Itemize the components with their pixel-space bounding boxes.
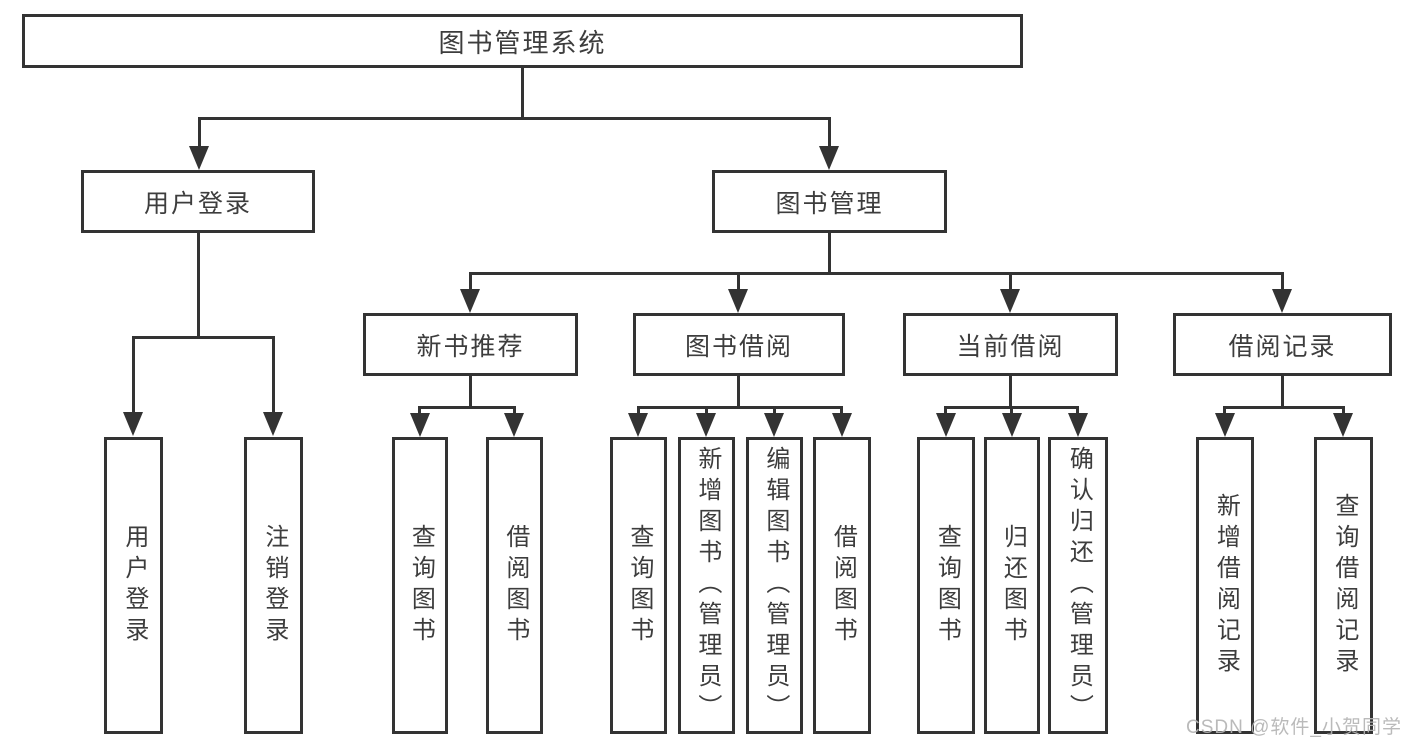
node-borrow-books: 借阅图书 bbox=[813, 437, 871, 734]
connector-stem bbox=[1223, 406, 1226, 416]
node-book-borrow: 图书借阅 bbox=[633, 313, 845, 376]
connector-stem bbox=[513, 406, 516, 416]
node-root: 图书管理系统 bbox=[22, 14, 1023, 68]
connector-stem-book-management-group bbox=[828, 117, 831, 149]
arrowhead bbox=[504, 413, 524, 437]
node-label: 图书管理 bbox=[775, 189, 884, 218]
arrowhead-logout bbox=[263, 412, 283, 436]
node-label: 用户登录 bbox=[120, 523, 148, 648]
arrowhead bbox=[1002, 413, 1022, 437]
connector-level2-horizontal bbox=[198, 117, 831, 120]
node-label: 归还图书 bbox=[999, 523, 1027, 648]
node-label: 编辑图书（管理员） bbox=[761, 446, 789, 725]
connector-stem bbox=[418, 406, 421, 416]
node-edit-book-admin: 编辑图书（管理员） bbox=[746, 437, 803, 734]
node-borrow-books-recommend: 借阅图书 bbox=[486, 437, 543, 734]
connector-stem bbox=[705, 406, 708, 416]
arrowhead bbox=[1333, 413, 1353, 437]
arrowhead bbox=[936, 413, 956, 437]
connector-borrow-record-horizontal bbox=[1224, 406, 1345, 409]
node-current-borrow: 当前借阅 bbox=[903, 313, 1118, 376]
arrowhead-book-management-group bbox=[819, 146, 839, 170]
arrowhead bbox=[832, 413, 852, 437]
arrowhead bbox=[628, 413, 648, 437]
node-label: 新书推荐 bbox=[416, 332, 525, 361]
connector-stem-borrow-record bbox=[1281, 272, 1284, 292]
connector-stem-book-borrow bbox=[737, 272, 740, 292]
arrowhead bbox=[1068, 413, 1088, 437]
connector-stem bbox=[1010, 406, 1013, 416]
arrowhead bbox=[1215, 413, 1235, 437]
connector-current-borrow-vertical bbox=[1009, 376, 1012, 409]
node-user-login-group: 用户登录 bbox=[81, 170, 315, 233]
connector-level3-horizontal bbox=[469, 272, 1282, 275]
node-label: 确认归还（管理员） bbox=[1065, 446, 1093, 725]
connector-stem bbox=[637, 406, 640, 416]
connector-stem bbox=[1076, 406, 1079, 416]
node-book-management-group: 图书管理 bbox=[712, 170, 947, 233]
node-add-borrow-record: 新增借阅记录 bbox=[1196, 437, 1254, 734]
connector-book-management-vertical bbox=[828, 233, 831, 274]
node-label: 新增图书（管理员） bbox=[693, 446, 721, 725]
connector-stem-logout bbox=[272, 336, 275, 414]
node-label: 查询图书 bbox=[933, 523, 961, 648]
connector-stem-user-login-group bbox=[198, 117, 201, 149]
node-label: 注销登录 bbox=[260, 523, 288, 648]
node-borrow-record: 借阅记录 bbox=[1173, 313, 1392, 376]
node-confirm-return-admin: 确认归还（管理员） bbox=[1048, 437, 1108, 734]
connector-book-borrow-vertical bbox=[737, 376, 740, 409]
node-return-book: 归还图书 bbox=[984, 437, 1040, 734]
node-label: 查询图书 bbox=[407, 523, 435, 648]
connector-new-book-vertical bbox=[469, 376, 472, 409]
node-query-borrow-record: 查询借阅记录 bbox=[1314, 437, 1373, 734]
csdn-watermark: CSDN @软件_小贺同学 bbox=[1186, 717, 1402, 738]
node-label: 借阅记录 bbox=[1228, 332, 1337, 361]
node-root-label: 图书管理系统 bbox=[438, 27, 607, 58]
node-label: 查询图书 bbox=[625, 523, 653, 648]
arrowhead-borrow-record bbox=[1272, 289, 1292, 313]
connector-stem bbox=[773, 406, 776, 416]
node-query-books-recommend: 查询图书 bbox=[392, 437, 448, 734]
connector-borrow-record-vertical bbox=[1281, 376, 1284, 409]
connector-stem bbox=[840, 406, 843, 416]
arrowhead-book-borrow bbox=[728, 289, 748, 313]
node-label: 当前借阅 bbox=[956, 332, 1065, 361]
connector-new-book-horizontal bbox=[419, 406, 516, 409]
connector-stem-current-borrow bbox=[1009, 272, 1012, 292]
node-label: 用户登录 bbox=[143, 189, 252, 218]
connector-stem-user-login bbox=[132, 336, 135, 414]
arrowhead-current-borrow bbox=[1000, 289, 1020, 313]
node-add-book-admin: 新增图书（管理员） bbox=[678, 437, 735, 734]
connector-stem-new-book bbox=[469, 272, 472, 292]
node-label: 新增借阅记录 bbox=[1212, 492, 1240, 679]
node-label: 借阅图书 bbox=[501, 523, 529, 648]
connector-book-borrow-horizontal bbox=[637, 406, 843, 409]
node-label: 查询借阅记录 bbox=[1330, 492, 1358, 679]
node-query-books-current: 查询图书 bbox=[917, 437, 975, 734]
connector-user-login-horizontal bbox=[133, 336, 274, 339]
arrowhead-user-login bbox=[123, 412, 143, 436]
connector-root-vertical bbox=[521, 68, 524, 119]
connector-user-login-vertical bbox=[197, 233, 200, 338]
node-label: 借阅图书 bbox=[829, 523, 857, 648]
arrowhead bbox=[696, 413, 716, 437]
node-user-login: 用户登录 bbox=[104, 437, 163, 734]
arrowhead-user-login-group bbox=[189, 146, 209, 170]
node-query-books-borrow: 查询图书 bbox=[610, 437, 667, 734]
arrowhead-new-book bbox=[460, 289, 480, 313]
arrowhead bbox=[764, 413, 784, 437]
node-new-book-recommend: 新书推荐 bbox=[363, 313, 578, 376]
arrowhead bbox=[410, 413, 430, 437]
connector-stem bbox=[1342, 406, 1345, 416]
node-label: 图书借阅 bbox=[684, 332, 793, 361]
node-logout-login: 注销登录 bbox=[244, 437, 303, 734]
connector-stem bbox=[944, 406, 947, 416]
